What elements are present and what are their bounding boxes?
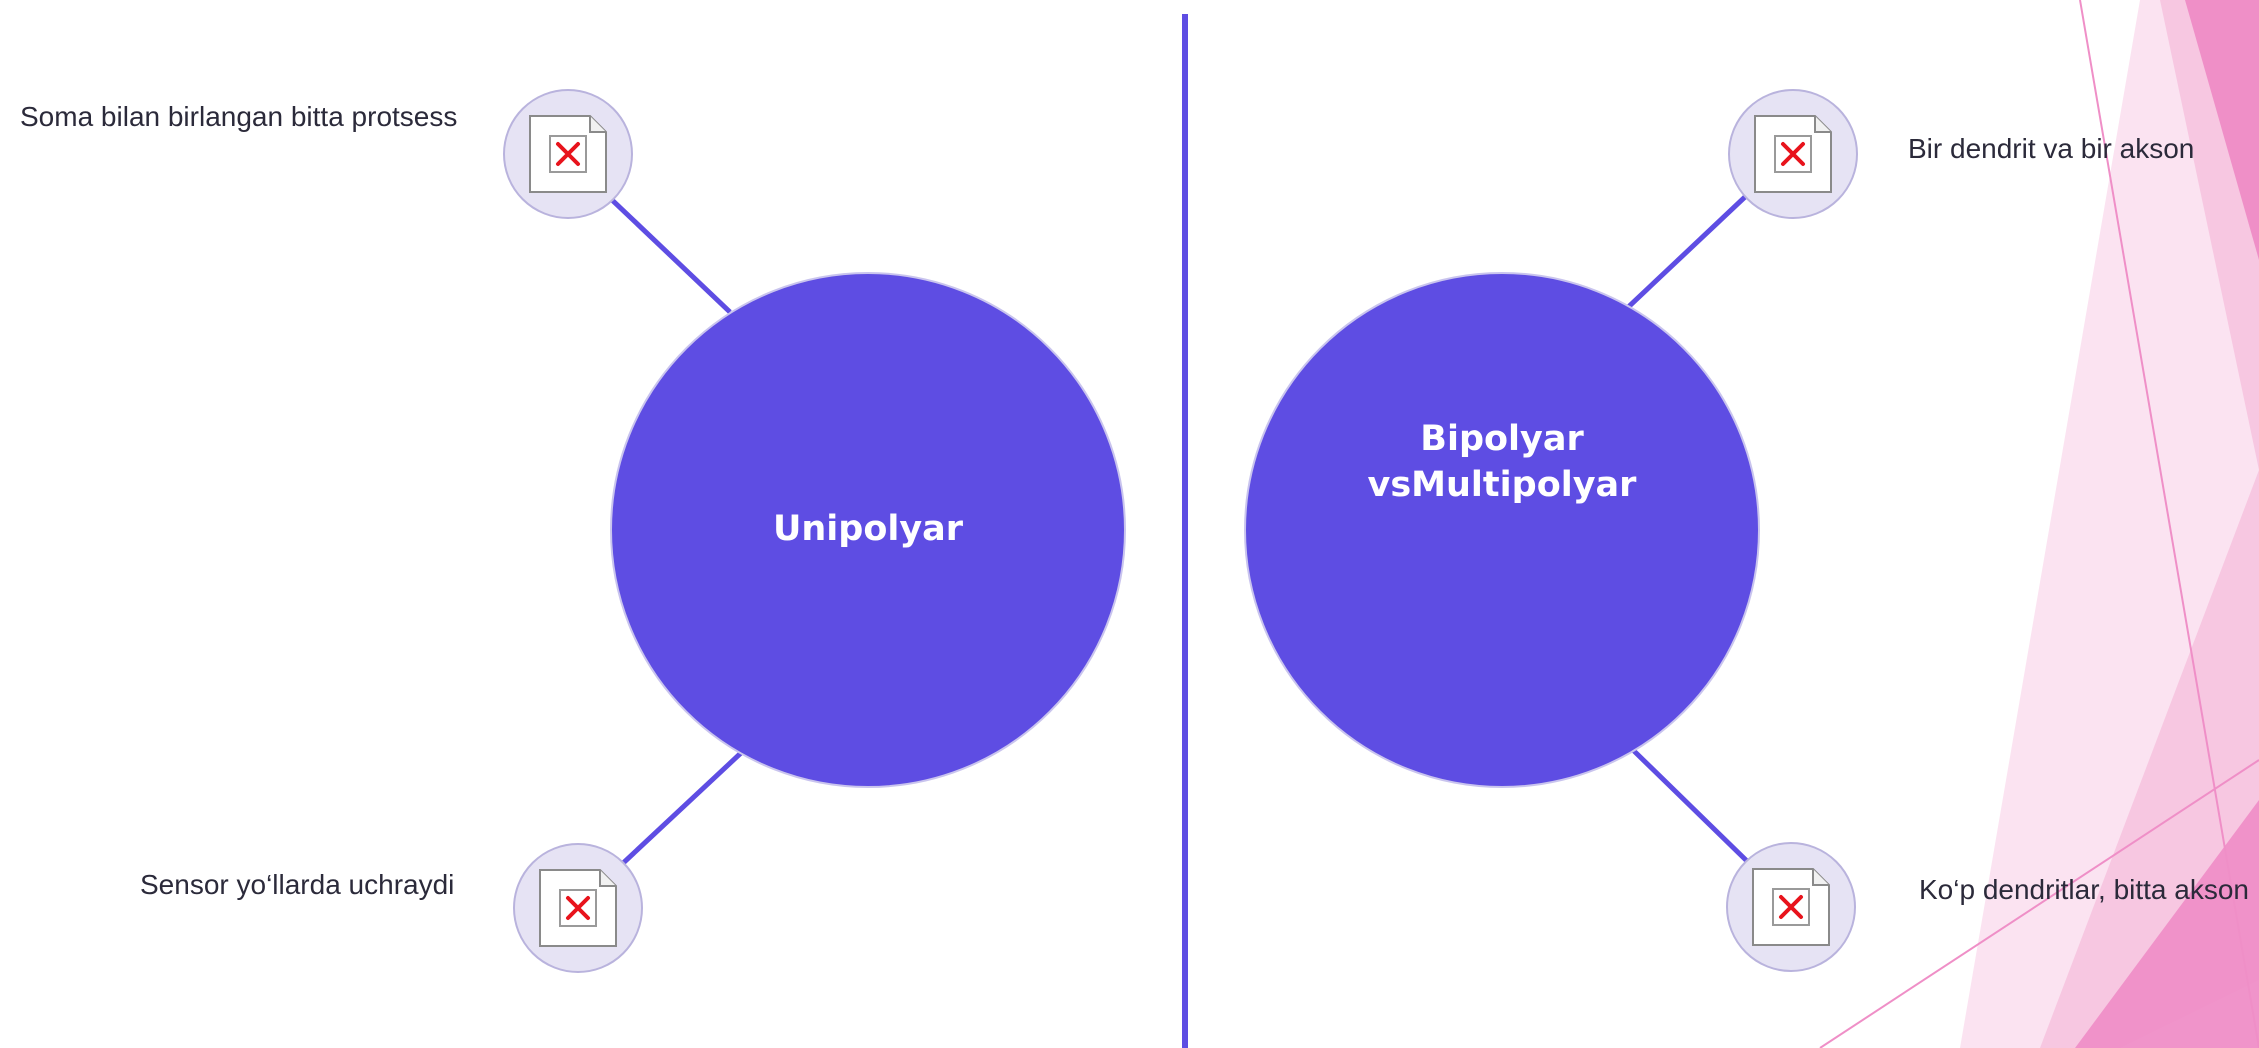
hub-label: Unipolyar: [773, 509, 964, 549]
connector-line: [608, 196, 732, 314]
connector-line: [1621, 194, 1748, 314]
broken-image-icon: [1753, 114, 1833, 194]
caption-top-right: Bir dendrit va bir akson: [1908, 133, 2195, 164]
hub-circle: [1244, 272, 1760, 788]
left-hub: Unipolyar: [503, 89, 1126, 973]
hub-label-line-1: Bipolyar: [1420, 419, 1584, 459]
decorative-pink-shapes: [1819, 0, 2259, 1048]
caption-bottom-right: Ko‘p dendritlar, bitta akson: [1919, 874, 2249, 905]
caption-top-left: Soma bilan birlangan bitta protsess: [20, 101, 458, 132]
broken-image-icon: [1751, 867, 1831, 947]
connector-line: [618, 750, 744, 868]
right-hub: Bipolyar vsMultipolyar: [1244, 89, 1858, 972]
broken-image-icon: [528, 114, 608, 194]
node-bottom-right: [1726, 842, 1856, 972]
connector-line: [1631, 748, 1752, 866]
node-top-right: [1728, 89, 1858, 219]
node-top-left: [503, 89, 633, 219]
broken-image-icon: [538, 868, 618, 948]
node-bottom-left: [513, 843, 643, 973]
caption-bottom-left: Sensor yo‘llarda uchraydi: [140, 869, 455, 900]
hub-label-line-2: vsMultipolyar: [1368, 465, 1638, 505]
hub-circle: [610, 272, 1126, 788]
